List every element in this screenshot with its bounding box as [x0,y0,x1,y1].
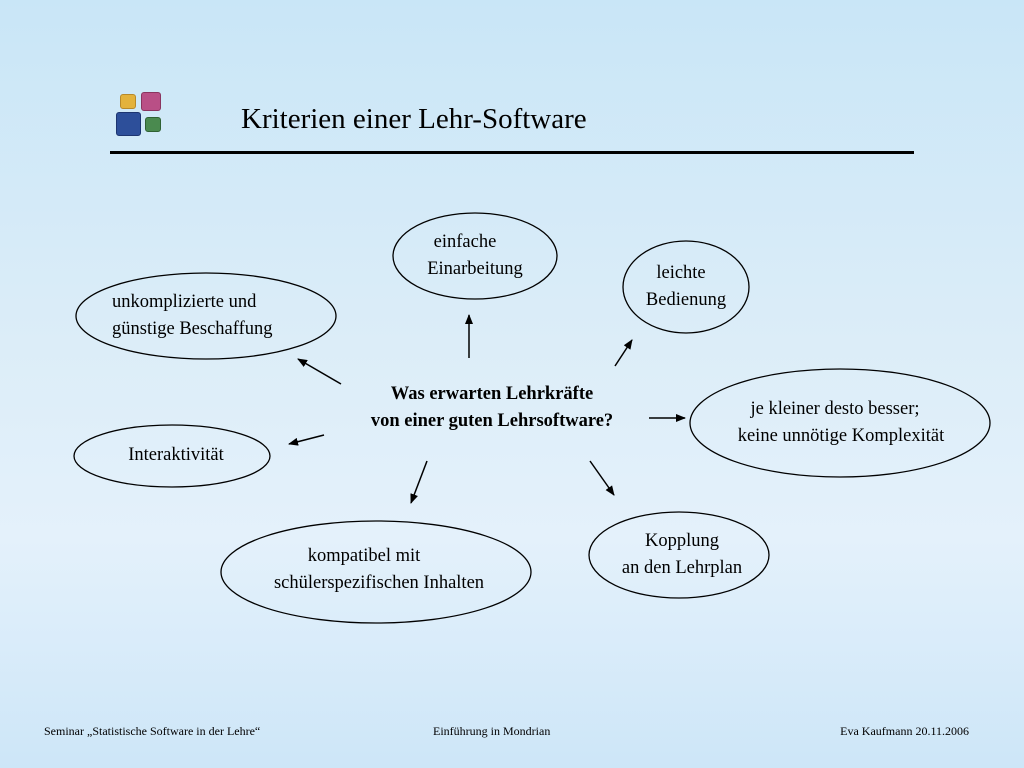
logo-pink-square [141,92,161,111]
arrow-interaktivitaet [288,434,325,446]
arrow-beschaffung [297,358,342,385]
footer-author-date: Eva Kaufmann 20.11.2006 [840,724,969,738]
ellipse-beschaffung [75,272,337,360]
arrow-bedienung [614,339,633,367]
logo-yellow-square [120,94,136,109]
ellipse-komplexitaet [689,368,991,478]
logo-green-square [145,117,161,132]
node-beschaffung: unkomplizierte und günstige Beschaffung [112,292,273,339]
node-lehrplan: Kopplung an den Lehrplan [621,531,743,578]
footer-topic: Einführung in Mondrian [433,724,551,738]
slide-title: Kriterien einer Lehr-Software [241,103,587,135]
ellipse-einarbeitung [392,212,558,300]
node-bedienung: leichte Bedienung [645,263,727,310]
logo-blue-square [116,112,141,136]
arrow-lehrplan [589,460,615,496]
ellipse-interaktivitaet [73,424,271,488]
ellipse-kompatibel [220,520,532,624]
ellipse-bedienung [622,240,750,334]
node-interaktivitaet: Interaktivität [128,445,224,465]
footer-seminar: Seminar „Statistische Software in der Le… [44,724,261,738]
title-underline [110,151,914,154]
slide-logo-icon [114,90,166,138]
node-kompatibel: kompatibel mit schülerspezifischen Inhal… [273,546,485,593]
ellipse-lehrplan [588,511,770,599]
arrow-kompatibel [410,460,428,504]
central-question: Was erwarten Lehrkräfte von einer guten … [370,384,614,431]
node-einarbeitung: einfache Einarbeitung [427,232,523,279]
node-komplexitaet: je kleiner desto besser; keine unnötige … [737,399,945,446]
